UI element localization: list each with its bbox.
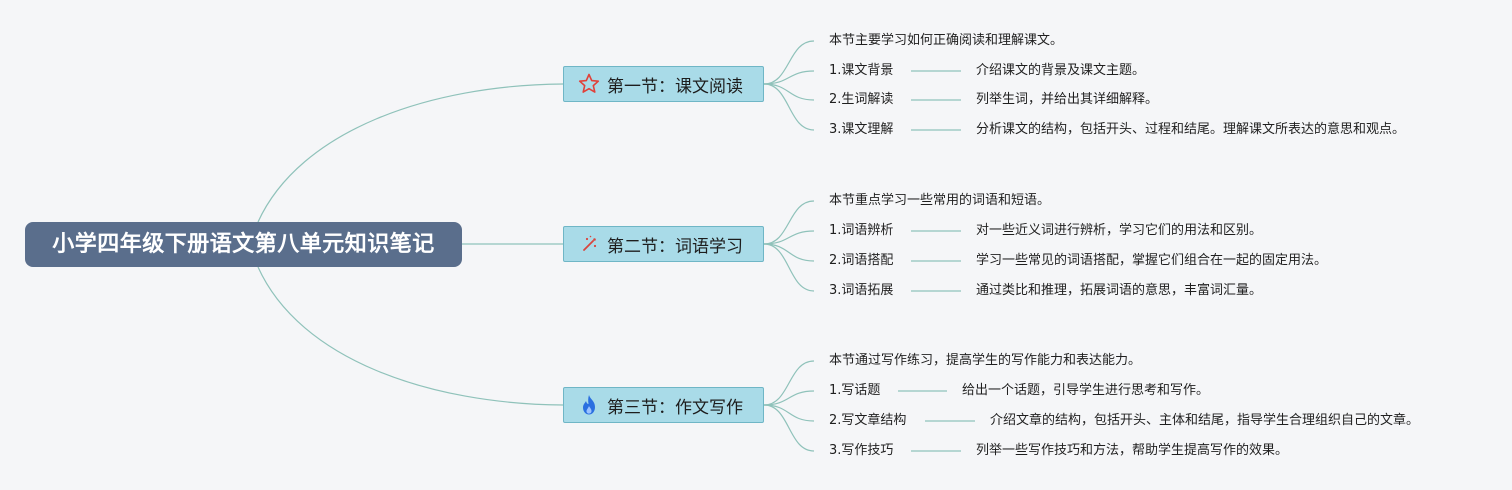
fire-icon [576,392,602,418]
section-1-item-2-label[interactable]: 2.生词解读 [829,92,894,107]
section-3-item-2-line [763,404,815,422]
section-2-intro[interactable]: 本节重点学习一些常用的词语和短语。 [829,193,1051,208]
section-1-item-2-desc[interactable]: 列举生词，并给出其详细解释。 [976,92,1159,107]
section-3-intro[interactable]: 本节通过写作练习，提高学生的写作能力和表达能力。 [829,353,1142,368]
section-3-item-1-label[interactable]: 1.写话题 [829,383,881,398]
section-2-title: 第二节：词语学习 [607,236,743,257]
section-1-item-1-label[interactable]: 1.课文背景 [829,63,894,78]
section-2-item-2-desc[interactable]: 学习一些常见的词语搭配，掌握它们组合在一起的固定用法。 [976,253,1328,268]
section-2-item-2-label[interactable]: 2.词语搭配 [829,253,894,268]
section-1-item-3-label[interactable]: 3.课文理解 [829,122,894,137]
section-1-topic[interactable]: 第一节：课文阅读 [563,66,764,102]
section-3-intro-line [763,360,815,406]
section-2-item-2-line [763,243,815,262]
section-3-item-2-desc[interactable]: 介绍文章的结构，包括开头、主体和结尾，指导学生合理组织自己的文章。 [990,413,1420,428]
root-to-section-3-line [257,266,564,406]
section-3-item-1-line [763,390,815,406]
section-2-item-1-line [763,230,815,245]
section-3-item-3-line [763,404,815,452]
section-3-title: 第三节：作文写作 [607,397,743,418]
section-2-item-3-label[interactable]: 3.词语拓展 [829,283,894,298]
section-1-intro[interactable]: 本节主要学习如何正确阅读和理解课文。 [829,33,1064,48]
section-2-item-1-desc[interactable]: 对一些近义词进行辨析，学习它们的用法和区别。 [976,223,1263,238]
section-3-topic[interactable]: 第三节：作文写作 [563,387,764,423]
section-3-item-3-label[interactable]: 3.写作技巧 [829,443,894,458]
section-1-title: 第一节：课文阅读 [607,76,743,97]
section-3-item-1-desc[interactable]: 给出一个话题，引导学生进行思考和写作。 [962,383,1210,398]
root-topic[interactable]: 小学四年级下册语文第八单元知识笔记 [25,222,462,267]
section-3-item-2-label[interactable]: 2.写文章结构 [829,413,907,428]
section-2-item-3-desc[interactable]: 通过类比和推理，拓展词语的意思，丰富词汇量。 [976,283,1263,298]
section-1-item-1-desc[interactable]: 介绍课文的背景及课文主题。 [976,63,1146,78]
section-1-item-3-line [763,83,815,131]
section-1-item-1-line [763,70,815,85]
section-2-item-1-label[interactable]: 1.词语辨析 [829,223,894,238]
section-2-item-3-line [763,243,815,292]
sparkle-icon [576,231,602,257]
section-3-item-3-desc[interactable]: 列举一些写作技巧和方法，帮助学生提高写作的效果。 [976,443,1289,458]
section-2-topic[interactable]: 第二节：词语学习 [563,226,764,262]
section-2-intro-line [763,200,815,245]
section-1-intro-line [763,40,815,85]
root-to-section-1-line [257,83,564,223]
section-1-item-3-desc[interactable]: 分析课文的结构，包括开头、过程和结尾。理解课文所表达的意思和观点。 [976,122,1406,137]
section-1-item-2-line [763,83,815,101]
star-icon [576,71,602,97]
